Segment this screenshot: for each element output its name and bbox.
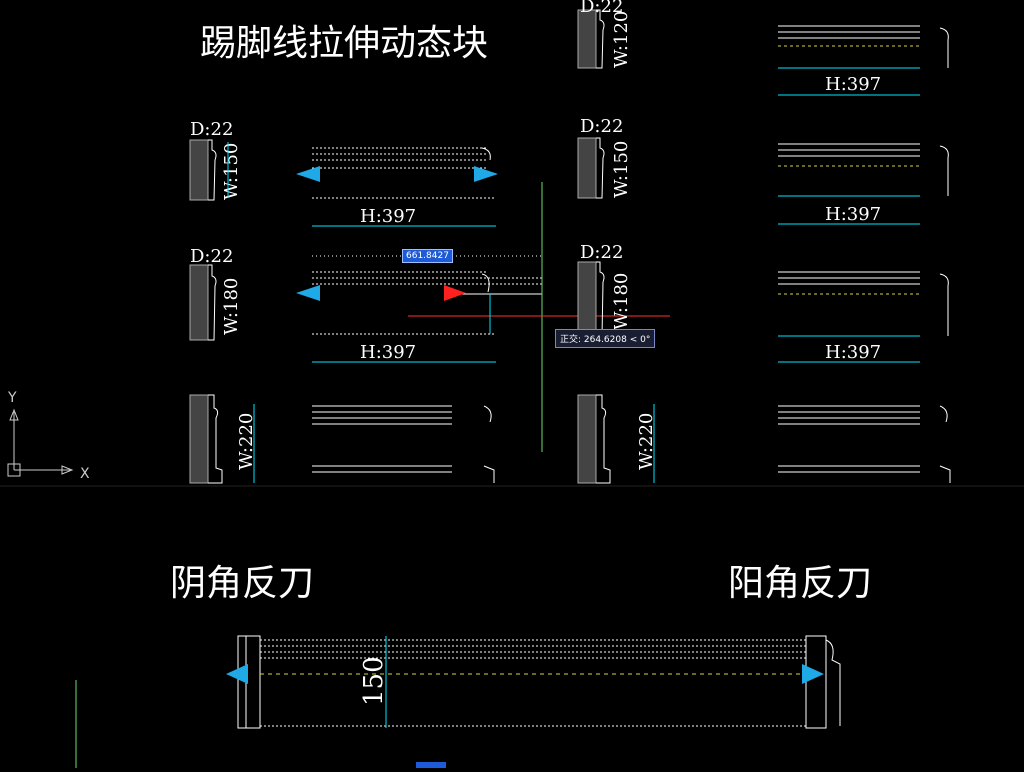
wall-hatch [577,137,597,199]
skirting-profile [596,137,605,199]
dynamic-input-distance[interactable]: 661.8427 [402,249,453,263]
profile-end [481,273,490,293]
depth-label: D:22 [580,0,623,17]
profile-end [481,147,491,161]
elevation-w120-right[interactable] [778,25,949,96]
depth-label: D:22 [580,116,623,137]
section-profile-w220-left[interactable] [189,394,223,484]
elevation-w220-left[interactable] [312,405,495,483]
elevation-long-molding[interactable] [237,635,841,729]
length-label: H:397 [825,342,881,363]
skirting-profile [596,261,605,338]
elevation-w220-right[interactable] [778,405,951,483]
section-profile-w180-right[interactable] [577,261,605,338]
stretch-grip-active[interactable] [444,285,466,301]
length-label: H:397 [825,204,881,225]
elevation-w180-right[interactable] [778,271,949,363]
drawing-title: 踢脚线拉伸动态块 [200,23,488,64]
skirting-profile [208,139,217,201]
width-label: W:220 [636,413,657,470]
width-label: W:220 [236,413,257,470]
depth-label: D:22 [190,246,233,267]
wall-hatch [189,264,209,341]
wall-hatch [577,394,597,484]
skirting-profile [208,394,223,484]
wall-hatch [577,9,597,69]
inside-corner-end [237,635,261,729]
stretch-grip-right-arrow[interactable] [474,166,498,182]
width-label: W:180 [221,278,242,335]
ucs-origin [7,463,21,477]
height-dimension-label: 150 [359,656,389,706]
length-label: H:397 [360,342,416,363]
skirting-profile [596,9,605,69]
profile-end [825,639,841,726]
elevation-w150-right[interactable] [778,143,949,225]
profile-end [939,27,949,68]
wall-hatch [189,139,209,201]
depth-label: D:22 [190,119,233,140]
ucs-y-arrow [9,408,19,421]
stretch-grip-left-arrow[interactable] [296,285,320,301]
skirting-profile [596,394,611,484]
outside-corner-end [805,635,827,729]
section-profile-w150-right[interactable] [577,137,605,199]
stretch-grip-right-arrow[interactable] [802,664,824,684]
length-label: H:397 [360,206,416,227]
section-profile-w150-left[interactable] [189,139,217,201]
outside-corner-label: 阳角反刀 [728,563,872,604]
width-label: W:150 [221,143,242,200]
profile-end [939,405,951,483]
width-label: W:180 [611,273,632,330]
input-box-partial[interactable] [416,762,446,770]
stretch-grip-left-arrow[interactable] [226,664,248,684]
section-profile-w220-right[interactable] [577,394,611,484]
elevation-w150-left[interactable] [312,147,496,199]
profile-end [939,273,949,336]
stretch-grip-left-arrow[interactable] [296,166,320,182]
elevation-w180-left-stretching[interactable] [312,255,542,335]
section-profile-w120-right[interactable] [577,9,605,69]
ucs-x-arrow [61,465,74,475]
wall-hatch [577,261,597,338]
section-profile-w180-left[interactable] [189,264,217,341]
skirting-profile [208,264,217,341]
profile-end [483,405,495,483]
depth-label: D:22 [580,242,623,263]
ucs-icon [7,408,74,477]
polar-tracking-tooltip: 正交: 264.6208 < 0° [555,329,656,348]
inside-corner-label: 阴角反刀 [170,563,314,604]
length-label: H:397 [825,74,881,95]
ucs-y-label: Y [7,390,17,406]
wall-hatch [189,394,209,484]
width-label: W:150 [611,141,632,198]
ucs-x-label: X [80,466,90,482]
width-label: W:120 [611,11,632,68]
profile-end [939,145,949,196]
